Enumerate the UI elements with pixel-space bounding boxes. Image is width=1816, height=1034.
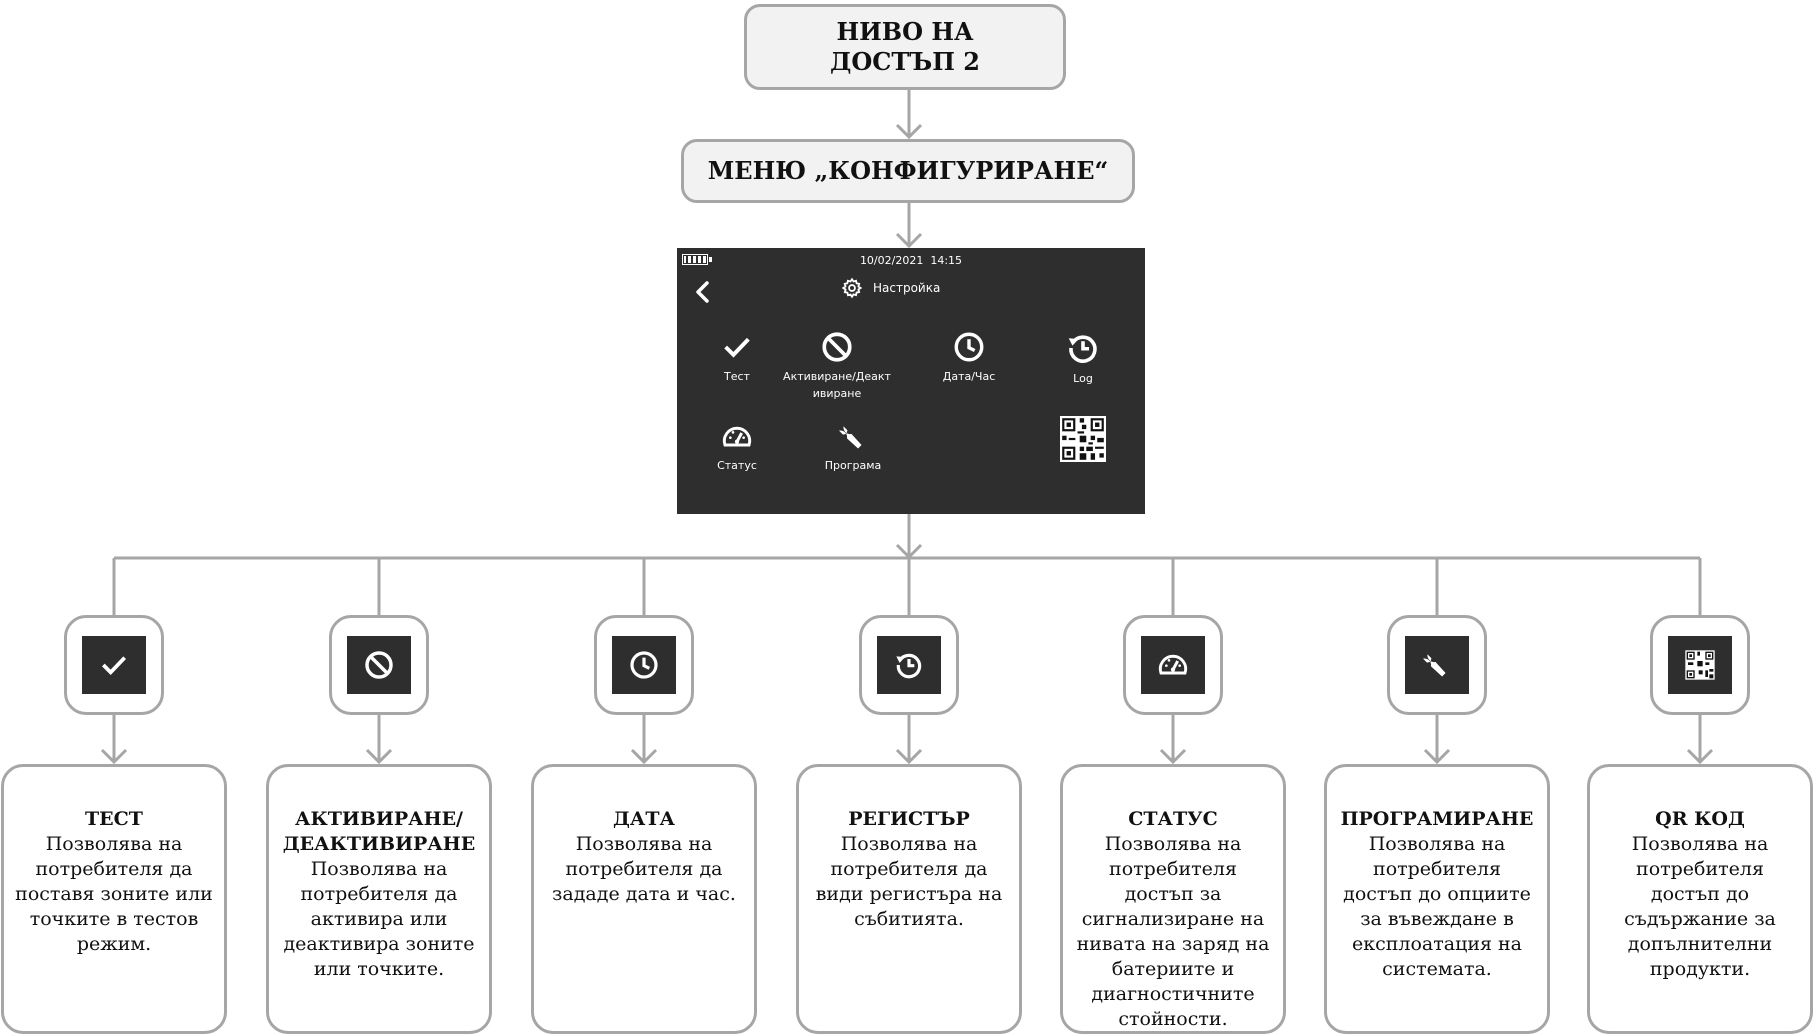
configuration-menu-box: МЕНЮ „КОНФИГУРИРАНЕ“ [681, 139, 1135, 203]
branch-icon-box [1387, 615, 1487, 715]
branch-icon-box [329, 615, 429, 715]
icon-tile [877, 636, 941, 694]
ban-icon [365, 651, 393, 679]
menu-item-label: Програма [824, 459, 882, 472]
clock-icon [954, 332, 984, 362]
clock-icon [630, 651, 658, 679]
qr-code-icon [1060, 416, 1106, 462]
branch-title: ПРОГРАМИРАНЕ [1340, 808, 1534, 830]
battery-icon [682, 254, 712, 265]
screen-time: 14:15 [930, 254, 963, 267]
branch-description-box: QR КОД Позволява на потребителя достъп до… [1587, 764, 1813, 1034]
configuration-menu-label: МЕНЮ „КОНФИГУРИРАНЕ“ [707, 156, 1109, 185]
icon-tile [612, 636, 676, 694]
branch-title: QR КОД [1655, 808, 1745, 830]
icon-tile [347, 636, 411, 694]
branch-text: Позволява на потребителя достъп до съдър… [1624, 833, 1776, 980]
qr-code-icon [1685, 650, 1715, 680]
icon-tile [1405, 636, 1469, 694]
branch-icon-box [594, 615, 694, 715]
gauge-icon [1158, 654, 1188, 675]
branch-title: ТЕСТ [85, 808, 143, 830]
wrench-icon [839, 425, 862, 449]
menu-item-datetime[interactable]: Дата/Час [909, 330, 1029, 385]
branch-description-box: ТЕСТ Позволява на потребителя да поставя … [1, 764, 227, 1034]
access-level-box: НИВО НА ДОСТЪП 2 [744, 4, 1066, 90]
branch-description-box: ДАТА Позволява на потребителя да зададе д… [531, 764, 757, 1034]
icon-tile [82, 636, 146, 694]
menu-item-label: Дата/Час [942, 370, 996, 383]
branch-icon-box [1650, 615, 1750, 715]
check-icon [102, 656, 127, 676]
branch-text: Позволява на потребителя да зададе дата … [552, 833, 736, 905]
screen-datetime: 10/02/2021 14:15 [677, 254, 1145, 267]
check-icon [724, 337, 750, 358]
menu-item-status[interactable]: Статус [677, 421, 797, 474]
gauge-icon [722, 426, 752, 447]
branch-icon-box [1123, 615, 1223, 715]
menu-item-label: Статус [717, 459, 757, 472]
device-screen: 10/02/2021 14:15 Настройка Тест Активира… [677, 248, 1145, 514]
menu-item-label: Log [1073, 372, 1093, 385]
ban-icon [822, 332, 852, 362]
access-level-line2: ДОСТЪП 2 [830, 47, 980, 76]
branch-description-box: РЕГИСТЪР Позволява на потребителя да види… [796, 764, 1022, 1034]
branch-text: Позволява на потребителя да активира или… [283, 858, 475, 980]
menu-item-label: Активиране/Деакт ивиране [783, 370, 891, 400]
menu-item-qr-code[interactable] [1023, 416, 1143, 466]
branch-text: Позволява на потребителя да види регистъ… [815, 833, 1003, 930]
branch-title: ДАТА [613, 808, 675, 830]
menu-item-program[interactable]: Програма [793, 421, 913, 474]
history-icon [896, 653, 922, 679]
menu-item-activate[interactable]: Активиране/Деакт ивиране [771, 330, 903, 402]
branch-text: Позволява на потребителя достъп до опции… [1343, 833, 1531, 980]
screen-title: Настройка [841, 277, 940, 299]
branch-icon-box [64, 615, 164, 715]
icon-tile [1141, 636, 1205, 694]
branch-description-box: СТАТУС Позволява на потребителя достъп за… [1060, 764, 1286, 1034]
icon-tile [1668, 636, 1732, 694]
branch-description-box: ПРОГРАМИРАНЕ Позволява на потребителя дос… [1324, 764, 1550, 1034]
branch-text: Позволява на потребителя да поставя зони… [15, 833, 213, 955]
back-arrow-icon[interactable] [691, 278, 715, 306]
screen-date: 10/02/2021 [859, 254, 924, 267]
branch-title: АКТИВИРАНЕ/ ДЕАКТИВИРАНЕ [282, 808, 476, 855]
history-icon [1068, 335, 1097, 363]
gear-icon [841, 277, 863, 299]
wrench-icon [1423, 653, 1446, 677]
branch-title: РЕГИСТЪР [848, 808, 970, 830]
branch-title: СТАТУС [1128, 808, 1218, 830]
menu-item-label: Тест [724, 370, 750, 383]
menu-item-log[interactable]: Log [1023, 330, 1143, 387]
branch-icon-box [859, 615, 959, 715]
screen-title-label: Настройка [873, 281, 941, 295]
menu-item-test[interactable]: Тест [677, 330, 797, 385]
access-level-line1: НИВО НА [836, 17, 974, 46]
branch-text: Позволява на потребителя достъп за сигна… [1076, 833, 1270, 1030]
